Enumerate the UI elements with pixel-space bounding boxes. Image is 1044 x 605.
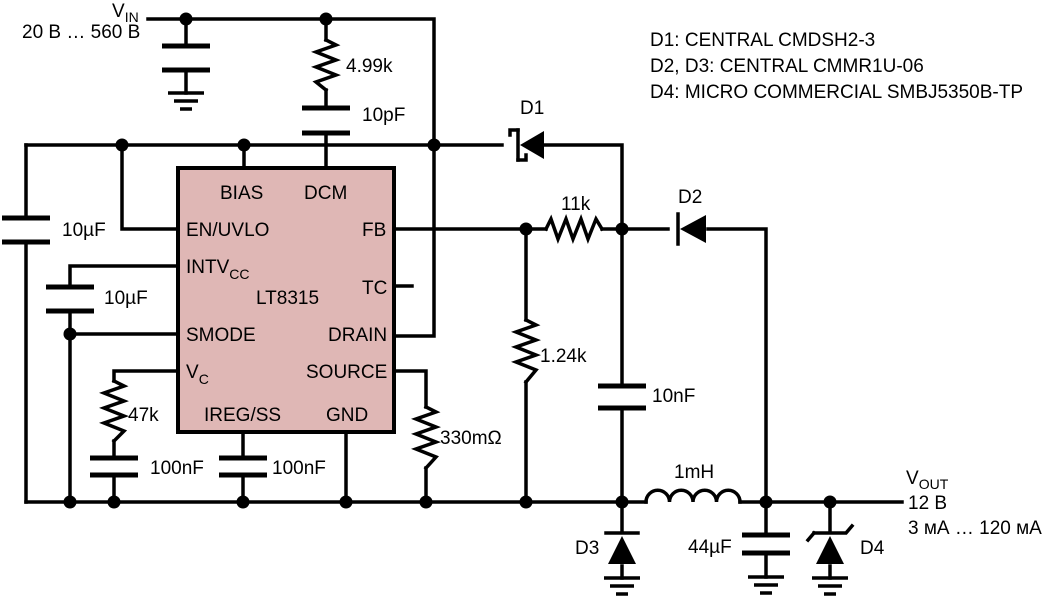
output-label: VOUT 12 В 3 мА … 120 мА — [906, 468, 1042, 539]
label-inductor: 1mH — [674, 462, 714, 483]
capacitor-10nf — [598, 383, 646, 411]
label-c-snubber: 10pF — [362, 105, 405, 126]
note-d2-d3: D2, D3: CENTRAL CMMR1U-06 — [650, 56, 924, 77]
capacitor-ss — [219, 455, 267, 478]
input-label: VIN 20 В … 560 В — [22, 1, 140, 43]
ground-d4 — [812, 576, 848, 596]
pin-en-uvlo: EN/UVLO — [186, 220, 269, 241]
pin-fb: FB — [362, 220, 386, 241]
pin-ireg-ss: IREG/SS — [204, 405, 281, 426]
ground-d3 — [604, 576, 640, 596]
ic-name: LT8315 — [256, 288, 319, 309]
label-d2: D2 — [678, 187, 702, 208]
vout-symbol: VOUT — [906, 468, 949, 492]
label-c-vc: 100nF — [150, 458, 204, 479]
vin-range: 20 В … 560 В — [22, 22, 140, 43]
diode-d3 — [604, 531, 640, 564]
resistor-330m — [411, 404, 441, 471]
diode-d4 — [805, 523, 855, 564]
ground-cout — [748, 575, 784, 595]
label-d1: D1 — [520, 98, 544, 119]
ic-lt8315: LT8315 BIAS DCM EN/UVLO FB INTVCC TC SMO… — [176, 166, 396, 434]
pin-smode: SMODE — [186, 325, 256, 346]
label-d3: D3 — [575, 538, 599, 559]
component-notes: D1: CENTRAL CMDSH2-3 D2, D3: CENTRAL CMM… — [650, 30, 1023, 103]
note-d4: D4: MICRO COMMERCIAL SMBJ5350B-TP — [650, 82, 1023, 103]
label-c-fb: 10nF — [652, 386, 695, 407]
inductor-1mh — [644, 488, 742, 504]
label-c-intvcc: 10µF — [104, 288, 148, 309]
label-d4: D4 — [860, 538, 885, 559]
ground-input — [168, 91, 204, 111]
diode-d2 — [676, 212, 706, 246]
capacitor-10pf — [302, 105, 350, 136]
resistor-11k — [543, 214, 605, 244]
note-d1: D1: CENTRAL CMDSH2-3 — [650, 30, 875, 51]
pin-tc: TC — [362, 278, 387, 299]
pin-drain: DRAIN — [328, 325, 387, 346]
label-r-vc: 47k — [128, 405, 159, 426]
label-r-sense: 330mΩ — [440, 428, 502, 449]
vin-symbol: VIN — [112, 1, 139, 25]
label-c-bias: 10µF — [62, 220, 106, 241]
resistor-1-24k — [511, 317, 541, 385]
vout-voltage: 12 В — [908, 493, 947, 514]
vout-current: 3 мА … 120 мА — [908, 518, 1042, 539]
capacitor-bias — [2, 215, 50, 245]
capacitor-vc — [90, 455, 138, 478]
pin-source: SOURCE — [306, 362, 387, 383]
pin-dcm: DCM — [304, 183, 347, 204]
wires — [24, 17, 904, 580]
junction-dots — [63, 12, 837, 509]
pin-intvcc: INTVCC — [186, 257, 250, 282]
input-capacitor — [162, 43, 210, 73]
label-r-fb-top: 11k — [561, 194, 591, 215]
label-c-out: 44µF — [688, 537, 732, 558]
capacitor-intvcc — [46, 284, 94, 314]
diode-d1 — [508, 128, 544, 162]
resistor-4-99k — [311, 37, 341, 93]
pin-bias: BIAS — [220, 183, 263, 204]
pin-gnd: GND — [326, 405, 368, 426]
label-r-snubber: 4.99k — [346, 56, 393, 77]
capacitor-44uf — [742, 532, 790, 556]
pin-vc: VC — [186, 362, 209, 387]
label-c-ss: 100nF — [272, 458, 326, 479]
resistor-47k — [99, 378, 129, 444]
label-r-fb-bot: 1.24k — [540, 346, 587, 367]
